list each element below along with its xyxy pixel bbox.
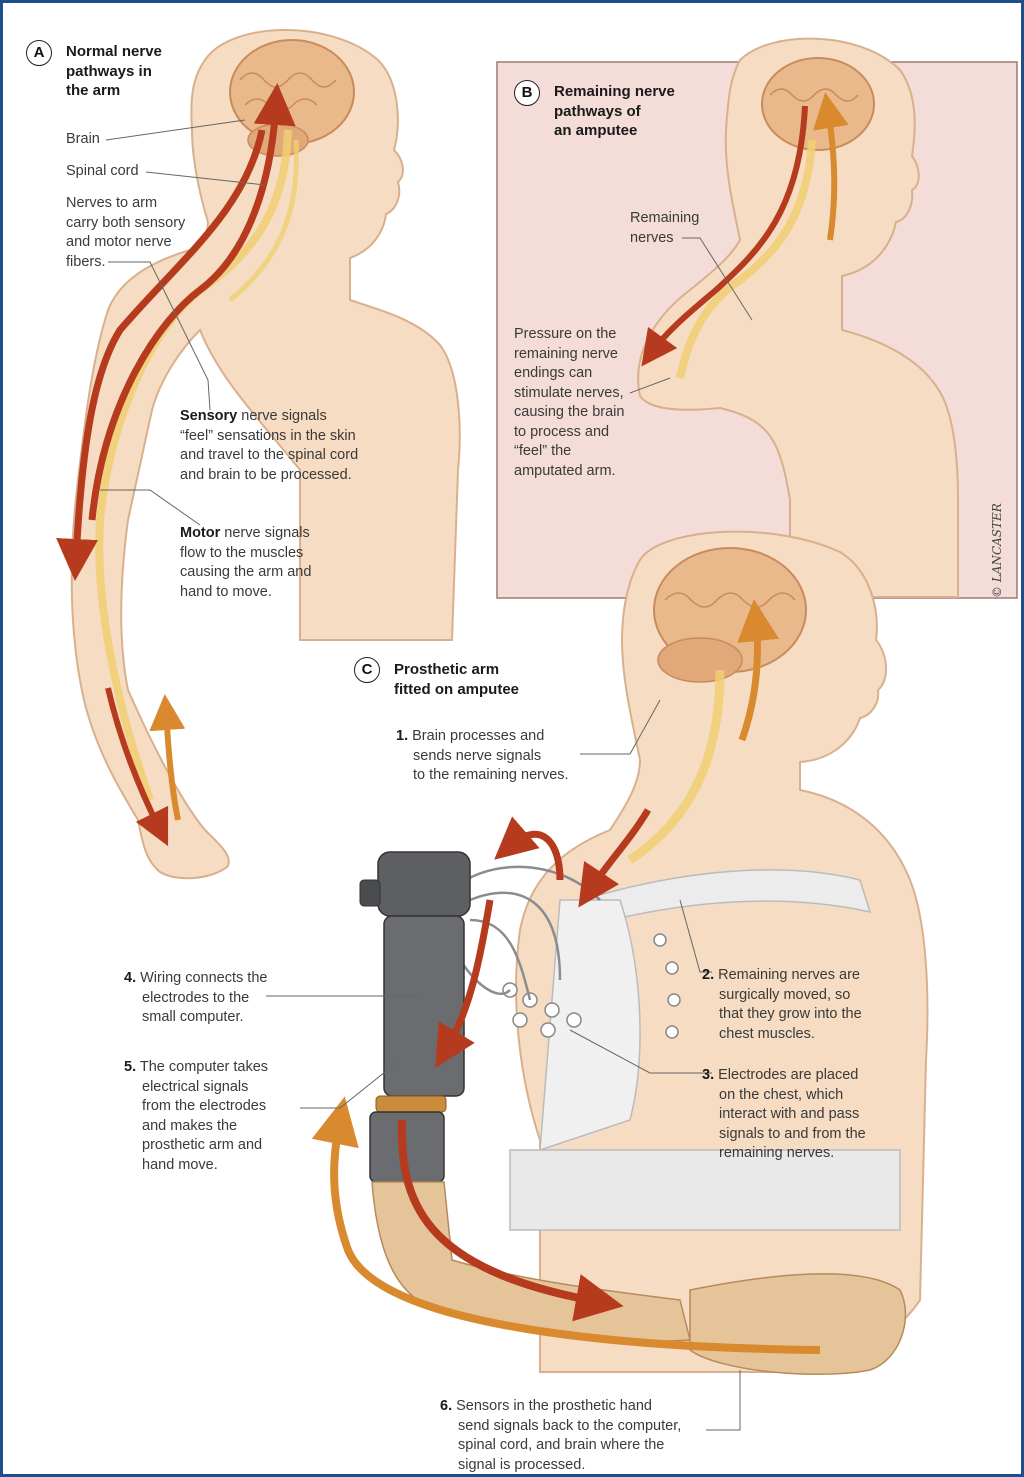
nerves-to-arm-note: Nerves to arm carry both sensory and mot… — [66, 194, 185, 272]
panel-c-title: Prosthetic arm fitted on amputee — [394, 660, 519, 699]
note-line: causing the brain — [514, 403, 624, 423]
step-line: that they grow into the — [702, 1005, 862, 1025]
sensory-keyword: Sensory — [180, 408, 237, 424]
step-line: Remaining nerves are — [718, 967, 860, 983]
label-line: Remaining — [630, 209, 699, 229]
panel-c-title-line: fitted on amputee — [394, 680, 519, 700]
step-line: electrical signals — [124, 1078, 268, 1098]
note-line: amputated arm. — [514, 462, 624, 482]
step-line: surgically moved, so — [702, 986, 862, 1006]
spinal-cord-label: Spinal cord — [66, 162, 139, 182]
note-line: remaining nerve — [514, 345, 624, 365]
step-number: 3. — [702, 1067, 714, 1083]
prosthetic-hand — [690, 1274, 905, 1374]
note-line: fibers. — [66, 253, 185, 273]
panel-a-title-line: the arm — [66, 81, 162, 101]
step-number: 5. — [124, 1059, 136, 1075]
brain-label: Brain — [66, 130, 100, 150]
step-number: 6. — [440, 1398, 452, 1414]
note-line: Pressure on the — [514, 325, 624, 345]
step-line: The computer takes — [140, 1059, 268, 1075]
note-line: causing the arm and — [180, 563, 311, 583]
panel-a-title-line: Normal nerve — [66, 42, 162, 62]
artist-signature: © LANCASTER — [984, 480, 1014, 600]
panel-a-title-line: pathways in — [66, 62, 162, 82]
panel-b-title-line: Remaining nerve — [554, 82, 675, 102]
pressure-note: Pressure on the remaining nerve endings … — [514, 325, 624, 481]
step-line: electrodes to the — [124, 989, 267, 1009]
motor-keyword: Motor — [180, 525, 220, 541]
step-line: spinal cord, and brain where the — [440, 1436, 681, 1456]
panel-b-title-line: pathways of — [554, 102, 675, 122]
step-6: 6. Sensors in the prosthetic hand send s… — [440, 1397, 681, 1475]
step-line: hand move. — [124, 1156, 268, 1176]
step-line: from the electrodes — [124, 1097, 268, 1117]
step-line: Wiring connects the — [140, 970, 267, 986]
note-line: stimulate nerves, — [514, 384, 624, 404]
brain-b — [762, 58, 874, 150]
panel-b-marker: B — [514, 80, 540, 106]
label-line: nerves — [630, 229, 699, 249]
step-line: chest muscles. — [702, 1025, 862, 1045]
note-line: flow to the muscles — [180, 544, 311, 564]
note-line: and brain to be processed. — [180, 466, 358, 486]
step-line: small computer. — [124, 1008, 267, 1028]
step-line: prosthetic arm and — [124, 1136, 268, 1156]
note-line: Nerves to arm — [66, 194, 185, 214]
note-line: “feel” the — [514, 442, 624, 462]
step-line: send signals back to the computer, — [440, 1417, 681, 1437]
remaining-nerves-label: Remaining nerves — [630, 209, 699, 248]
note-line: “feel” sensations in the skin — [180, 427, 358, 447]
motor-note: Motor nerve signals flow to the muscles … — [180, 524, 311, 602]
step-number: 2. — [702, 967, 714, 983]
step-line: Sensors in the prosthetic hand — [456, 1398, 652, 1414]
note-line: endings can — [514, 364, 624, 384]
step-line: interact with and pass — [702, 1105, 866, 1125]
panel-c-marker: C — [354, 657, 380, 683]
note-line: and motor nerve — [66, 233, 185, 253]
signature-text: © LANCASTER — [990, 503, 1004, 598]
step-3: 3. Electrodes are placed on the chest, w… — [702, 1066, 866, 1164]
step-number: 4. — [124, 970, 136, 986]
note-line: nerve signals — [237, 408, 326, 424]
step-line: Brain processes and — [412, 728, 544, 744]
note-line: carry both sensory — [66, 214, 185, 234]
note-line: hand to move. — [180, 583, 311, 603]
step-5: 5. The computer takes electrical signals… — [124, 1058, 268, 1175]
step-number: 1. — [396, 728, 408, 744]
sensory-note: Sensory nerve signals “feel” sensations … — [180, 407, 358, 485]
panel-c-title-line: Prosthetic arm — [394, 660, 519, 680]
panel-b-title-line: an amputee — [554, 121, 675, 141]
step-1: 1. Brain processes and sends nerve signa… — [396, 727, 569, 786]
panel-b-title: Remaining nerve pathways of an amputee — [554, 82, 675, 141]
step-line: signals to and from the — [702, 1125, 866, 1145]
panel-a-title: Normal nerve pathways in the arm — [66, 42, 162, 101]
step-line: to the remaining nerves. — [396, 766, 569, 786]
step-line: Electrodes are placed — [718, 1067, 858, 1083]
note-line: to process and — [514, 423, 624, 443]
step-line: signal is processed. — [440, 1456, 681, 1476]
step-4: 4. Wiring connects the electrodes to the… — [124, 969, 267, 1028]
step-2: 2. Remaining nerves are surgically moved… — [702, 966, 862, 1044]
note-line: and travel to the spinal cord — [180, 446, 358, 466]
prosthetic-upper-arm — [384, 916, 464, 1096]
step-line: and makes the — [124, 1117, 268, 1137]
step-line: on the chest, which — [702, 1086, 866, 1106]
step-line: sends nerve signals — [396, 747, 569, 767]
panel-a-marker: A — [26, 40, 52, 66]
step-line: remaining nerves. — [702, 1144, 866, 1164]
computer-housing — [378, 852, 470, 916]
note-line: nerve signals — [220, 525, 309, 541]
